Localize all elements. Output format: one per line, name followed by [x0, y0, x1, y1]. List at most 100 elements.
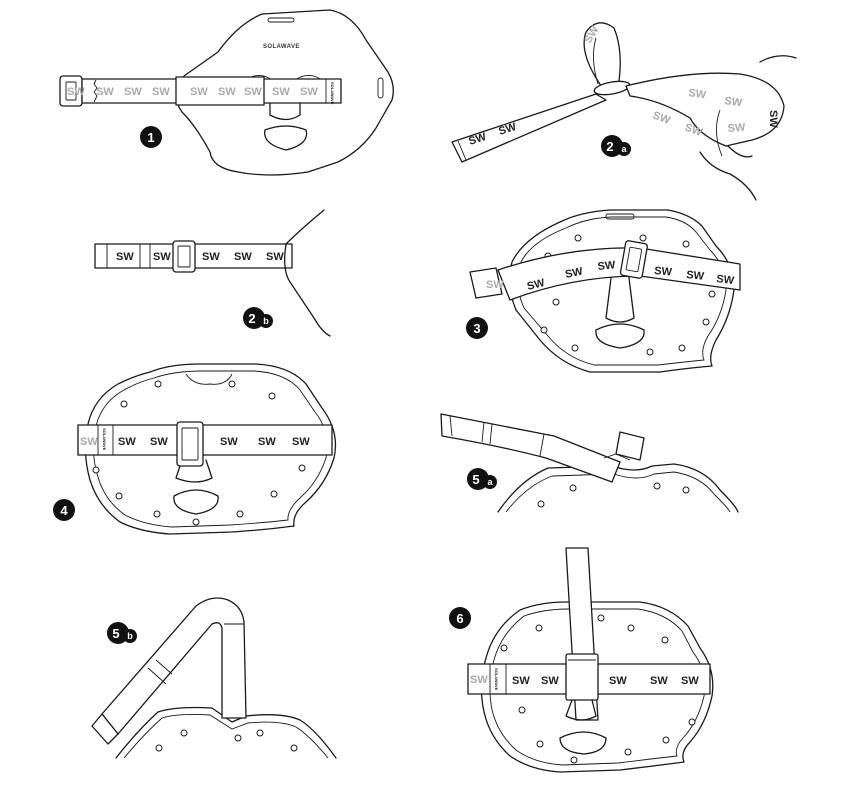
- svg-text:SW: SW: [724, 95, 744, 109]
- panel-step-5a: 5 a: [440, 413, 739, 513]
- svg-text:SW: SW: [153, 251, 171, 263]
- svg-text:SOLAWAVE: SOLAWAVE: [102, 428, 107, 451]
- svg-text:SW: SW: [96, 86, 114, 98]
- svg-text:SW: SW: [266, 251, 284, 263]
- strap-end: [91, 713, 119, 745]
- svg-text:SW: SW: [116, 251, 134, 263]
- svg-text:b: b: [263, 316, 269, 326]
- side-slot: [377, 77, 384, 99]
- svg-text:SW: SW: [767, 110, 779, 128]
- svg-text:1: 1: [147, 130, 154, 145]
- svg-text:SOLAWAVE: SOLAWAVE: [494, 668, 499, 691]
- svg-text:3: 3: [473, 321, 480, 336]
- svg-text:SW: SW: [541, 675, 559, 687]
- strap-tail: [469, 267, 503, 299]
- top-notch: [185, 373, 233, 385]
- strap-band: [77, 424, 333, 456]
- svg-text:SW: SW: [80, 436, 98, 448]
- svg-text:SW: SW: [650, 675, 668, 687]
- top-slot: [605, 213, 635, 220]
- nose-cutout: [605, 269, 635, 323]
- panel-step-5b: 5 b: [91, 597, 337, 759]
- svg-text:SOLAWAVE: SOLAWAVE: [330, 82, 335, 105]
- svg-text:2: 2: [248, 311, 255, 326]
- svg-text:SW: SW: [190, 86, 208, 98]
- panel-step-2b: SW SW SW SW SW 2 b: [94, 209, 331, 337]
- step-badge-sub: [259, 314, 273, 328]
- svg-text:SW: SW: [486, 279, 504, 291]
- strap-loop: [583, 22, 621, 91]
- step-badge: [53, 499, 75, 521]
- svg-text:SW: SW: [681, 675, 699, 687]
- svg-text:b: b: [127, 631, 133, 641]
- panel-step-6: SW SOLAWAVE SW SW SW SW SW 6: [449, 547, 714, 773]
- nose-cutout: [565, 699, 597, 721]
- strap-loop: [101, 597, 247, 735]
- svg-text:6: 6: [456, 611, 463, 626]
- svg-text:4: 4: [60, 503, 68, 518]
- buckle: [176, 421, 204, 467]
- step-badge: [466, 317, 488, 339]
- svg-text:SW: SW: [683, 122, 704, 140]
- svg-text:SW: SW: [686, 269, 705, 283]
- svg-text:SW: SW: [526, 277, 547, 293]
- svg-text:SW: SW: [727, 121, 746, 135]
- svg-text:SW: SW: [470, 674, 488, 686]
- mouth-cutout: [595, 323, 645, 349]
- svg-text:SW: SW: [150, 436, 168, 448]
- step-badge: [449, 607, 471, 629]
- hand: [699, 55, 797, 201]
- svg-text:SW: SW: [258, 436, 276, 448]
- buckle: [172, 240, 196, 273]
- strap-band: [440, 413, 621, 483]
- svg-text:SW: SW: [716, 273, 736, 287]
- strap-right-band: [625, 72, 785, 147]
- svg-text:SW: SW: [292, 436, 310, 448]
- mask-edge-outer: [115, 706, 337, 759]
- strap-keeper: [565, 653, 599, 701]
- nose-cutout: [269, 87, 301, 121]
- svg-text:SW: SW: [152, 86, 170, 98]
- panel-step-4: SW SOLAWAVE SW SW SW SW SW 4: [53, 363, 337, 535]
- mouth-cutout: [264, 125, 308, 151]
- svg-text:SW: SW: [67, 86, 85, 98]
- svg-text:SW: SW: [609, 675, 627, 687]
- svg-text:SW: SW: [688, 87, 708, 101]
- svg-text:SW: SW: [118, 436, 136, 448]
- step-badge-sub: [123, 629, 137, 643]
- svg-text:SW: SW: [202, 251, 220, 263]
- svg-text:SW: SW: [512, 675, 530, 687]
- svg-text:SW: SW: [124, 86, 142, 98]
- nose-cutout: [175, 459, 213, 483]
- buckle: [619, 240, 648, 279]
- mouth-cutout: [559, 731, 607, 755]
- step-badge: [140, 126, 162, 148]
- top-slot: [267, 17, 295, 23]
- svg-text:SW: SW: [244, 86, 262, 98]
- svg-text:5: 5: [472, 472, 479, 487]
- svg-text:2: 2: [606, 139, 613, 154]
- mouth-cutout: [173, 489, 219, 515]
- panel-step-3: SW SW SW SW SW SW SW 3: [466, 209, 741, 373]
- svg-text:SW: SW: [218, 86, 236, 98]
- mask-wordmark: SOLAWAVE: [263, 44, 300, 50]
- svg-text:a: a: [487, 477, 493, 487]
- svg-text:SW: SW: [654, 265, 673, 279]
- svg-text:SW: SW: [272, 86, 290, 98]
- mask-edge-inner: [123, 713, 329, 759]
- svg-text:SW: SW: [651, 110, 672, 128]
- svg-text:SW: SW: [564, 265, 584, 281]
- mask-back-inner: [489, 608, 706, 766]
- svg-text:a: a: [621, 144, 627, 154]
- step-badge-sub: [617, 142, 631, 156]
- svg-text:SW: SW: [597, 259, 616, 273]
- svg-text:SW: SW: [234, 251, 252, 263]
- panel-step-2a: SW SW SW SW SW SW SW SW SW 2 a: [451, 22, 797, 201]
- svg-text:SW: SW: [220, 436, 238, 448]
- svg-text:SW: SW: [467, 131, 488, 148]
- panel-step-1: SOLAWAVE SW SW SW SW SW SW SW SW SW SOLA…: [59, 9, 394, 176]
- svg-text:SW: SW: [497, 121, 518, 138]
- strap-slider: [175, 76, 265, 106]
- face-outline: [284, 209, 331, 337]
